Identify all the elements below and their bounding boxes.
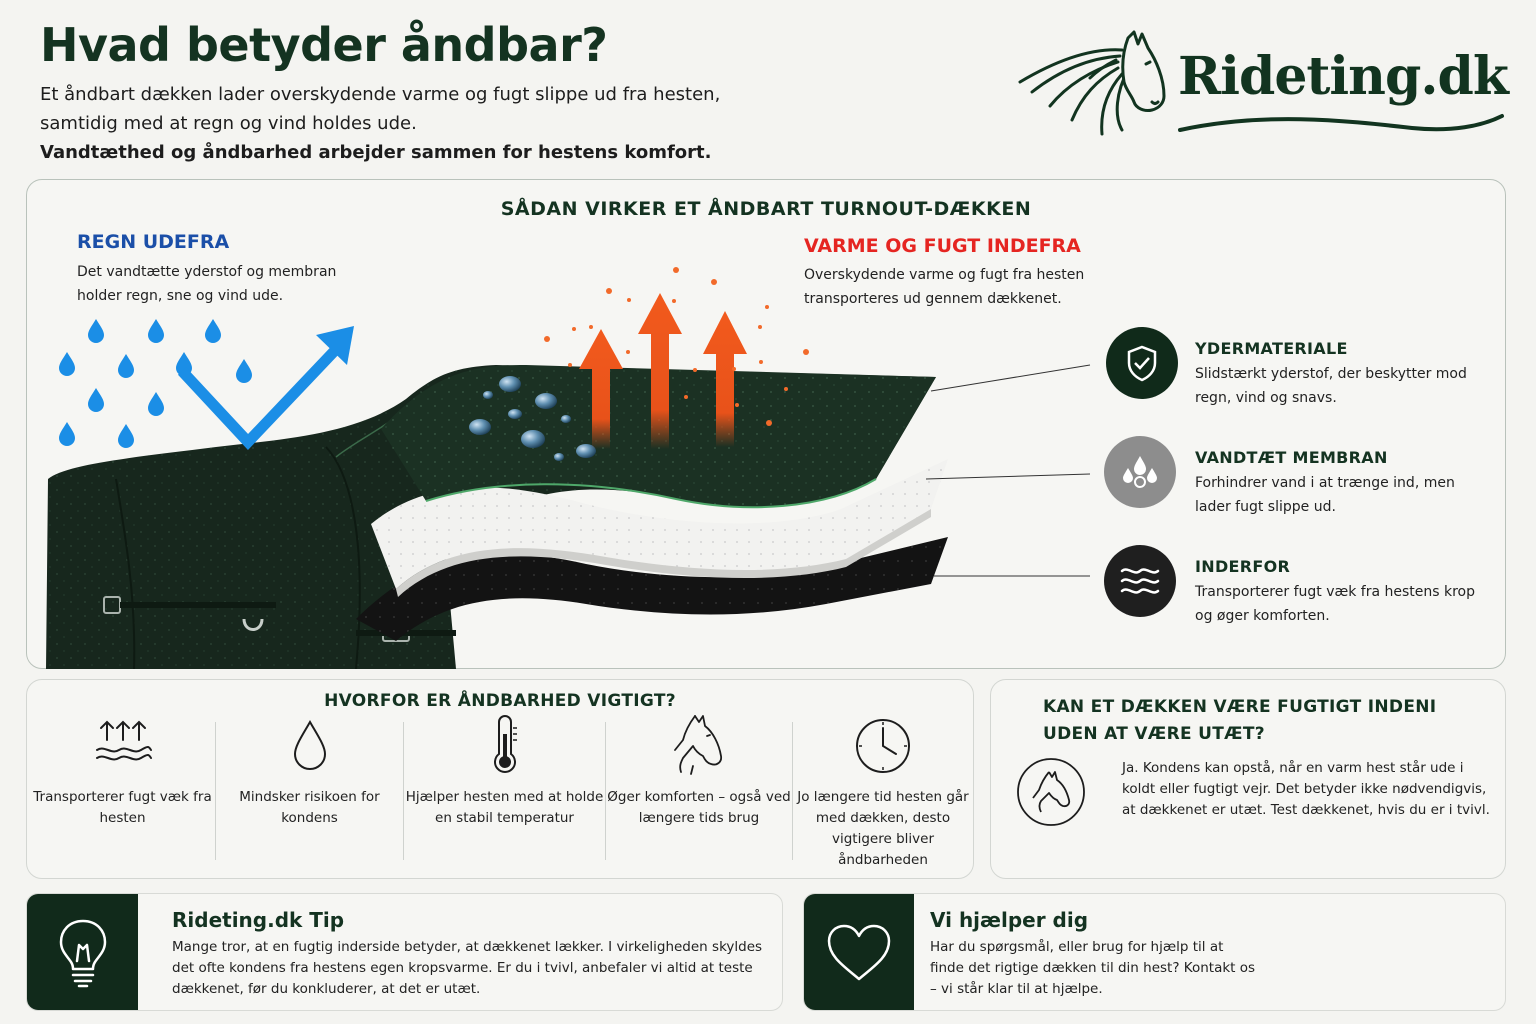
tip-panel — [26, 893, 783, 1011]
leader-lines — [925, 364, 1091, 577]
layer-title: VANDTÆT MEMBRAN — [1195, 448, 1388, 467]
why-item-text: Mindsker risikoen for kondens — [239, 789, 380, 826]
why-panel — [26, 679, 974, 879]
divider — [605, 722, 606, 860]
why-item-text: Transporterer fugt væk fra hesten — [33, 789, 212, 826]
section-heading: SÅDAN VIRKER ET ÅNDBART TURNOUT-DÆKKEN — [500, 198, 1032, 220]
help-text: Har du spørgsmål, eller brug for hjælp t… — [930, 939, 1256, 997]
lining-layer — [356, 537, 948, 641]
water-beads — [469, 376, 596, 461]
tip-title: Rideting.dk Tip — [172, 908, 345, 932]
why-item: Jo længere tid hesten går med dækken, de… — [793, 710, 973, 870]
why-item: Mindsker risikoen for kondens — [216, 710, 403, 870]
droplets-icon — [1104, 436, 1176, 508]
layer-title: INDERFOR — [1195, 557, 1291, 576]
why-item-text: Øger komforten – også ved længere tids b… — [607, 789, 791, 826]
layer-text: Forhindrer vand i at trænge ind, men lad… — [1195, 475, 1455, 515]
faq-panel — [990, 679, 1506, 879]
layer-title: YDERMATERIALE — [1195, 339, 1348, 358]
divider — [792, 722, 793, 860]
heat-text: Overskydende varme og fugt fra hesten tr… — [804, 267, 1085, 307]
divider — [403, 722, 404, 860]
help-panel[interactable] — [803, 893, 1506, 1011]
why-item: Øger komforten – også ved længere tids b… — [606, 710, 792, 870]
intro-text: Et åndbart dækken lader overskydende var… — [40, 84, 721, 105]
layer-text: Slidstærkt yderstof, der beskytter mod r… — [1195, 366, 1467, 406]
horse-head-circle-icon — [1017, 758, 1085, 826]
why-item-text: Jo længere tid hesten går med dækken, de… — [797, 789, 969, 868]
moisture-arrows-icon — [95, 720, 152, 761]
horse-head-icon — [1018, 30, 1166, 136]
layer-diagram — [46, 267, 1091, 669]
rain-text: Det vandtætte yderstof og membran holder… — [77, 264, 337, 304]
waves-icon — [1104, 545, 1176, 617]
shield-check-icon — [1106, 327, 1178, 399]
d-ring — [242, 618, 264, 631]
raindrops-icon — [59, 319, 252, 448]
thermometer-icon — [493, 715, 517, 773]
logo-swoosh — [1178, 114, 1504, 132]
tip-text: Mange tror, at en fugtig inderside betyd… — [172, 939, 763, 997]
faq-answer: Ja. Kondens kan opstå, når en varm hest … — [1122, 760, 1490, 818]
tip-icon-box — [27, 894, 138, 1010]
rain-heading: REGN UDEFRA — [77, 231, 230, 253]
droplet-icon — [293, 719, 326, 770]
why-item: Hjælper hesten med at holde en stabil te… — [404, 710, 605, 870]
why-item: Transporterer fugt væk fra hesten — [30, 710, 215, 870]
intro-text: samtidig med at regn og vind holdes ude. — [40, 113, 417, 134]
membrane-layer — [371, 459, 948, 597]
divider — [215, 722, 216, 860]
logo-text[interactable]: Rideting.dk — [1178, 46, 1509, 107]
heart-icon — [827, 924, 891, 981]
logo[interactable] — [1012, 30, 1512, 150]
why-heading: HVORFOR ER ÅNDBARHED VIGTIGT? — [324, 691, 676, 711]
help-title: Vi hjælper dig — [930, 908, 1089, 932]
faq-heading: KAN ET DÆKKEN VÆRE FUGTIGT INDENI UDEN A… — [1043, 697, 1437, 744]
help-icon-box — [804, 894, 914, 1010]
why-item-text: Hjælper hesten med at holde en stabil te… — [405, 789, 604, 826]
intro-bold-text: Vandtæthed og åndbarhed arbejder sammen … — [40, 142, 712, 163]
deflect-arrow-icon — [177, 326, 354, 451]
heat-heading: VARME OG FUGT INDEFRA — [804, 235, 1081, 257]
layer-text: Transporterer fugt væk fra hestens krop … — [1195, 584, 1476, 624]
lightbulb-icon — [59, 919, 106, 988]
up-arrows-icon — [544, 267, 809, 449]
clock-icon — [856, 719, 910, 773]
horse-head-icon — [674, 715, 723, 775]
page-title: Hvad betyder åndbar? — [40, 18, 608, 72]
